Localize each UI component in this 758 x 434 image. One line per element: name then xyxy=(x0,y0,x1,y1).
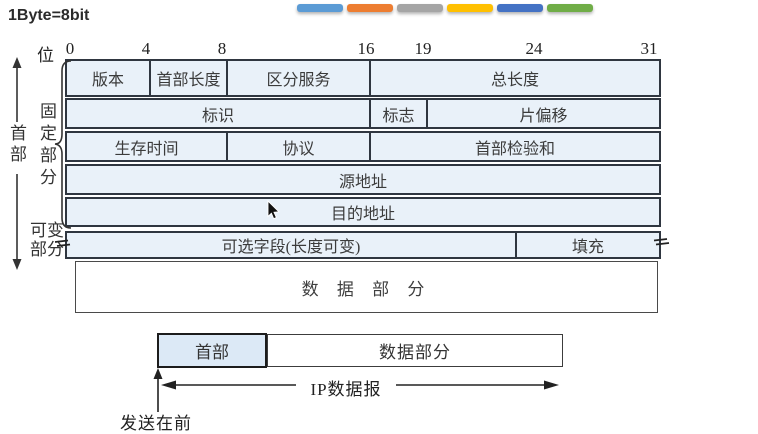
header-span-label: 首部 xyxy=(7,124,26,166)
field-ttl: 生存时间 xyxy=(114,140,179,158)
legend-bar-icon xyxy=(297,4,343,12)
fixed-part-label: 固定部分 xyxy=(37,102,56,190)
legend-bar-icon xyxy=(347,4,393,12)
field-flags: 标志 xyxy=(369,100,426,127)
table-row: 版本 首部长度 区分服务 总长度 xyxy=(65,59,661,97)
legend-bar-icon xyxy=(547,4,593,12)
field-options: 可选字段(长度可变) xyxy=(221,239,361,256)
table-row: 可选字段(长度可变) 填充 xyxy=(65,231,661,259)
field-source-address: 源地址 xyxy=(338,173,387,191)
legend-bar-icon xyxy=(447,4,493,12)
field-total-length: 总长度 xyxy=(369,61,659,95)
field-padding: 填充 xyxy=(515,233,659,257)
field-protocol: 协议 xyxy=(226,133,369,160)
table-row: 目的地址 xyxy=(65,197,661,227)
field-header-length: 首部长度 xyxy=(149,61,226,95)
bit-tick-31: 31 xyxy=(640,39,658,58)
bit-tick-4: 4 xyxy=(141,39,151,58)
datagram-header-box: 首部 xyxy=(157,333,267,368)
variable-part-label-line1: 可变 xyxy=(30,221,64,240)
legend-bar-icon xyxy=(397,4,443,12)
table-row: 生存时间 协议 首部检验和 xyxy=(65,131,661,162)
bit-tick-24: 24 xyxy=(525,39,543,58)
bit-tick-19: 19 xyxy=(414,39,432,58)
byte-note-label: 1Byte=8bit xyxy=(8,7,90,24)
bit-tick-0: 0 xyxy=(65,39,75,58)
field-identification: 标识 xyxy=(201,107,234,125)
bit-tick-16: 16 xyxy=(357,39,375,58)
field-version: 版本 xyxy=(91,72,124,89)
field-destination-address: 目的地址 xyxy=(330,206,395,223)
bit-unit-label: 位 xyxy=(37,46,54,65)
bit-tick-8: 8 xyxy=(217,39,227,58)
ip-datagram-span-label: IP数据报 xyxy=(310,380,382,399)
sent-first-arrow xyxy=(153,368,163,412)
table-row: 标识 标志 片偏移 xyxy=(65,98,661,129)
datagram-data-box: 数据部分 xyxy=(267,334,563,367)
variable-part-label-line2: 部分 xyxy=(30,240,64,260)
field-fragment-offset: 片偏移 xyxy=(426,100,659,127)
data-section-box: 数 据 部 分 xyxy=(75,261,658,313)
field-header-checksum: 首部检验和 xyxy=(369,133,659,160)
legend-bar-icon xyxy=(497,4,543,12)
sent-first-label: 发送在前 xyxy=(120,414,192,433)
field-dscp: 区分服务 xyxy=(226,61,369,95)
table-row: 源地址 xyxy=(65,164,661,195)
